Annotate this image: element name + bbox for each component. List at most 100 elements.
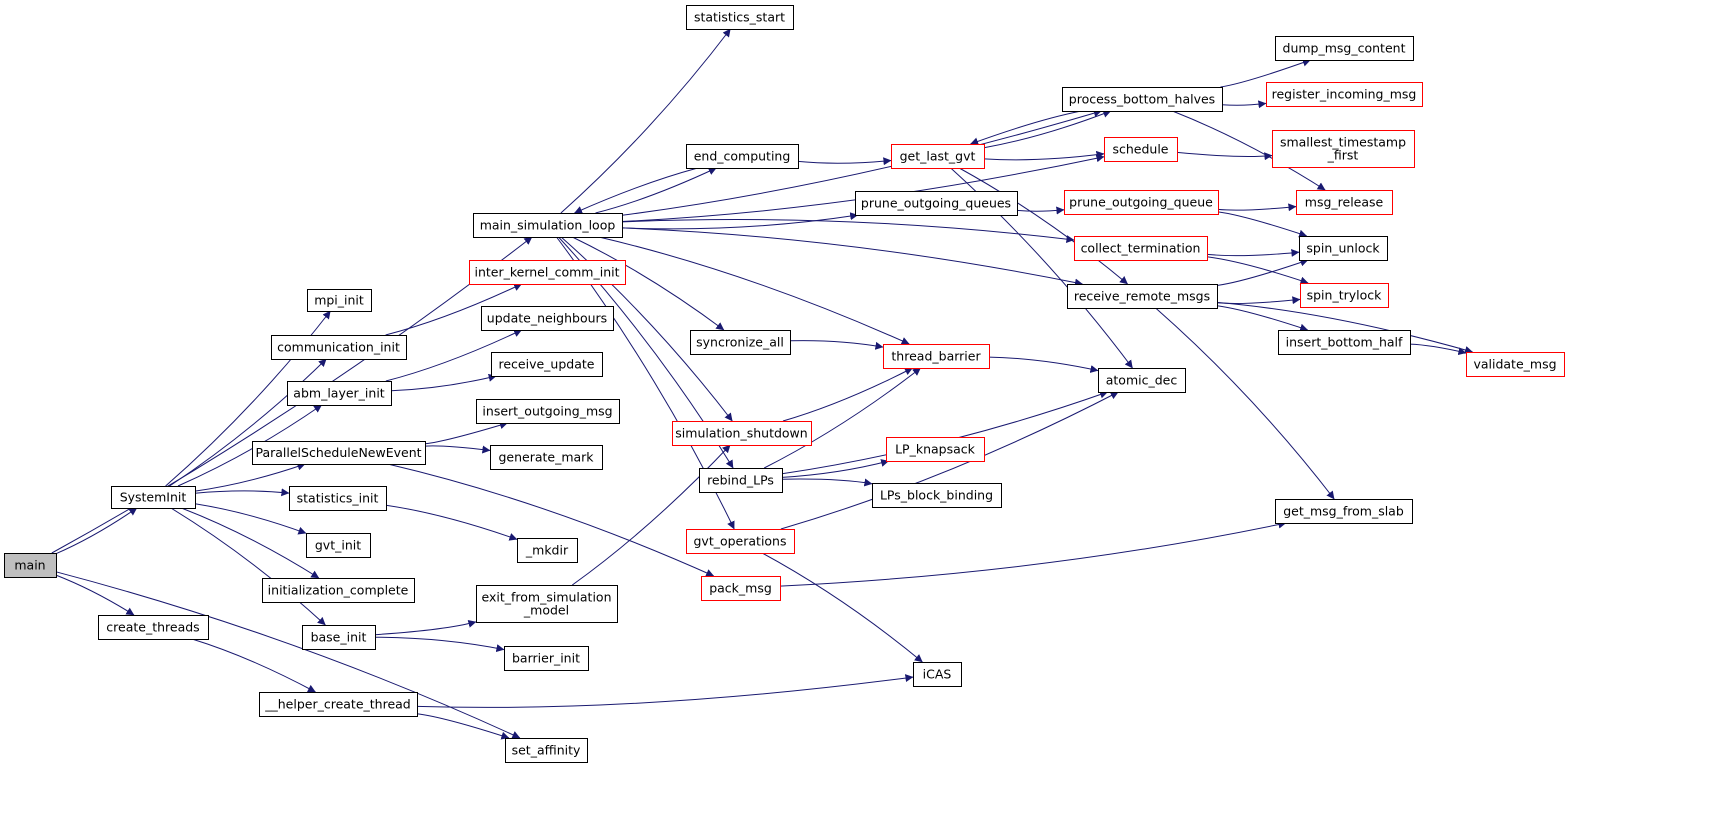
edge-rebind-lps-to-lp-knapsack [781,459,890,478]
node-abm-layer-init[interactable]: abm_layer_init [287,381,392,406]
edge-helper-create-thread-to-set-affinity [416,713,510,740]
node-smallest-timestamp-first[interactable]: smallest_timestamp_first [1272,130,1415,168]
node-thread-barrier[interactable]: thread_barrier [883,344,990,369]
node-inter-kernel-comm-init[interactable]: inter_kernel_comm_init [469,260,626,285]
node-box [1074,236,1208,261]
node-box [481,306,614,331]
node-label: syncronize_all [696,335,784,350]
node-label: prune_outgoing_queue [1069,195,1213,210]
edge-gvt-operations-to-icas [761,552,923,663]
node-get-msg-from-slab[interactable]: get_msg_from_slab [1275,499,1413,524]
node-initialization-complete[interactable]: initialization_complete [262,578,415,603]
node-gvt-init[interactable]: gvt_init [306,533,371,558]
node-barrier-init[interactable]: barrier_init [504,646,589,671]
node-schedule[interactable]: schedule [1104,137,1178,162]
node-box [1266,82,1423,107]
node-main-simulation-loop[interactable]: main_simulation_loop [473,213,623,238]
edge-systeminit-to-abm-layer-init [177,404,323,487]
edge-helper-create-thread-to-icas [416,674,914,708]
node-label: spin_trylock [1307,288,1383,303]
edge-main-to-create-threads [55,574,135,616]
node-label: SystemInit [120,490,187,505]
node-syncronize-all[interactable]: syncronize_all [690,330,791,355]
edge-schedule-to-smallest-timestamp-first [1176,151,1273,161]
node-receive-remote-msgs[interactable]: receive_remote_msgs [1067,284,1218,309]
node-box [469,260,626,285]
node-lp-knapsack[interactable]: LP_knapsack [886,437,985,462]
node-collect-termination[interactable]: collect_termination [1074,236,1208,261]
node-get-last-gvt[interactable]: get_last_gvt [891,144,985,169]
node-insert-outgoing-msg[interactable]: insert_outgoing_msg [476,399,620,424]
node-statistics-init[interactable]: statistics_init [289,486,387,511]
node-box [504,646,589,671]
node-process-bottom-halves[interactable]: process_bottom_halves [1062,87,1223,112]
node-box [699,468,783,493]
node-dump-msg-content[interactable]: dump_msg_content [1275,36,1414,61]
edge-process-bottom-halves-to-get-last-gvt [970,110,1082,146]
node-communication-init[interactable]: communication_init [271,335,407,360]
node-label: gvt_init [315,538,361,553]
node-msg-release[interactable]: msg_release [1296,190,1393,215]
node-box [473,213,623,238]
node-label: insert_outgoing_msg [482,404,612,419]
edge-collect-termination-to-spin-unlock [1206,248,1300,257]
edge-end-computing-to-main-simulation-loop [574,167,698,214]
node-statistics-start[interactable]: statistics_start [686,5,794,30]
node-gvt-operations[interactable]: gvt_operations [686,529,795,554]
node-exit-from-simulation-model[interactable]: exit_from_simulation_model [476,585,618,623]
node-label: spin_unlock [1306,241,1380,256]
node-label: thread_barrier [891,349,981,364]
node-insert-bottom-half[interactable]: insert_bottom_half [1278,330,1411,355]
node-label: register_incoming_msg [1272,87,1417,102]
node-main[interactable]: main [4,553,57,578]
node-simulation-shutdown[interactable]: simulation_shutdown [672,421,812,446]
node-spin-unlock[interactable]: spin_unlock [1299,236,1388,261]
edge-systeminit-to-statistics-init [194,488,290,497]
edge-rebind-lps-to-thread-barrier [763,367,921,469]
node-prune-outgoing-queues[interactable]: prune_outgoing_queues [855,191,1018,216]
node-box [1278,330,1411,355]
node-label: prune_outgoing_queues [861,196,1011,211]
node-update-neighbours[interactable]: update_neighbours [481,306,614,331]
node-box [1064,190,1219,215]
edge-prune-outgoing-queue-to-msg-release [1217,203,1297,212]
node-base-init[interactable]: base_init [302,625,376,650]
node-generate-mark[interactable]: generate_mark [490,445,603,470]
node-mpi-init[interactable]: mpi_init [307,289,372,312]
node-box [672,421,812,446]
node-register-incoming-msg[interactable]: register_incoming_msg [1266,82,1423,107]
node-pack-msg[interactable]: pack_msg [701,576,781,601]
node-validate-msg[interactable]: validate_msg [1466,352,1565,377]
node-systeminit[interactable]: SystemInit [111,486,196,509]
node-icas[interactable]: iCAS [913,662,962,687]
node-set-affinity[interactable]: set_affinity [505,738,588,763]
node-rebind-lps[interactable]: rebind_LPs [699,468,783,493]
node-parallelschedulenewevent[interactable]: ParallelScheduleNewEvent [252,441,426,465]
node-label: statistics_start [694,10,785,25]
node-label: _first [1327,148,1359,163]
edge-exit-from-simulation-model-to-simulation-shutdown [572,444,731,586]
node-lps-block-binding[interactable]: LPs_block_binding [872,483,1002,508]
node-prune-outgoing-queue[interactable]: prune_outgoing_queue [1064,190,1219,215]
node-mkdir[interactable]: _mkdir [517,538,578,563]
node-box [490,445,603,470]
node-create-threads[interactable]: create_threads [98,615,209,640]
edge-thread-barrier-to-atomic-dec [988,356,1099,373]
node-helper-create-thread[interactable]: __helper_create_thread [259,692,418,717]
node-label: collect_termination [1081,241,1201,256]
edge-pack-msg-to-get-msg-from-slab [779,520,1287,587]
node-label: process_bottom_halves [1069,92,1215,107]
node-spin-trylock[interactable]: spin_trylock [1300,283,1389,308]
node-receive-update[interactable]: receive_update [491,352,603,377]
node-label: smallest_timestamp [1280,135,1406,150]
node-atomic-dec[interactable]: atomic_dec [1098,368,1186,393]
edge-process-bottom-halves-to-register-incoming-msg [1221,100,1267,109]
edge-systeminit-to-communication-init [169,358,327,487]
node-label: exit_from_simulation [482,590,612,605]
node-end-computing[interactable]: end_computing [686,144,799,169]
edge-simulation-shutdown-to-thread-barrier [782,367,913,422]
edge-get-last-gvt-to-schedule [983,150,1105,161]
node-label: pack_msg [709,581,772,596]
edge-abm-layer-init-to-receive-update [390,373,497,392]
node-box [1275,36,1414,61]
